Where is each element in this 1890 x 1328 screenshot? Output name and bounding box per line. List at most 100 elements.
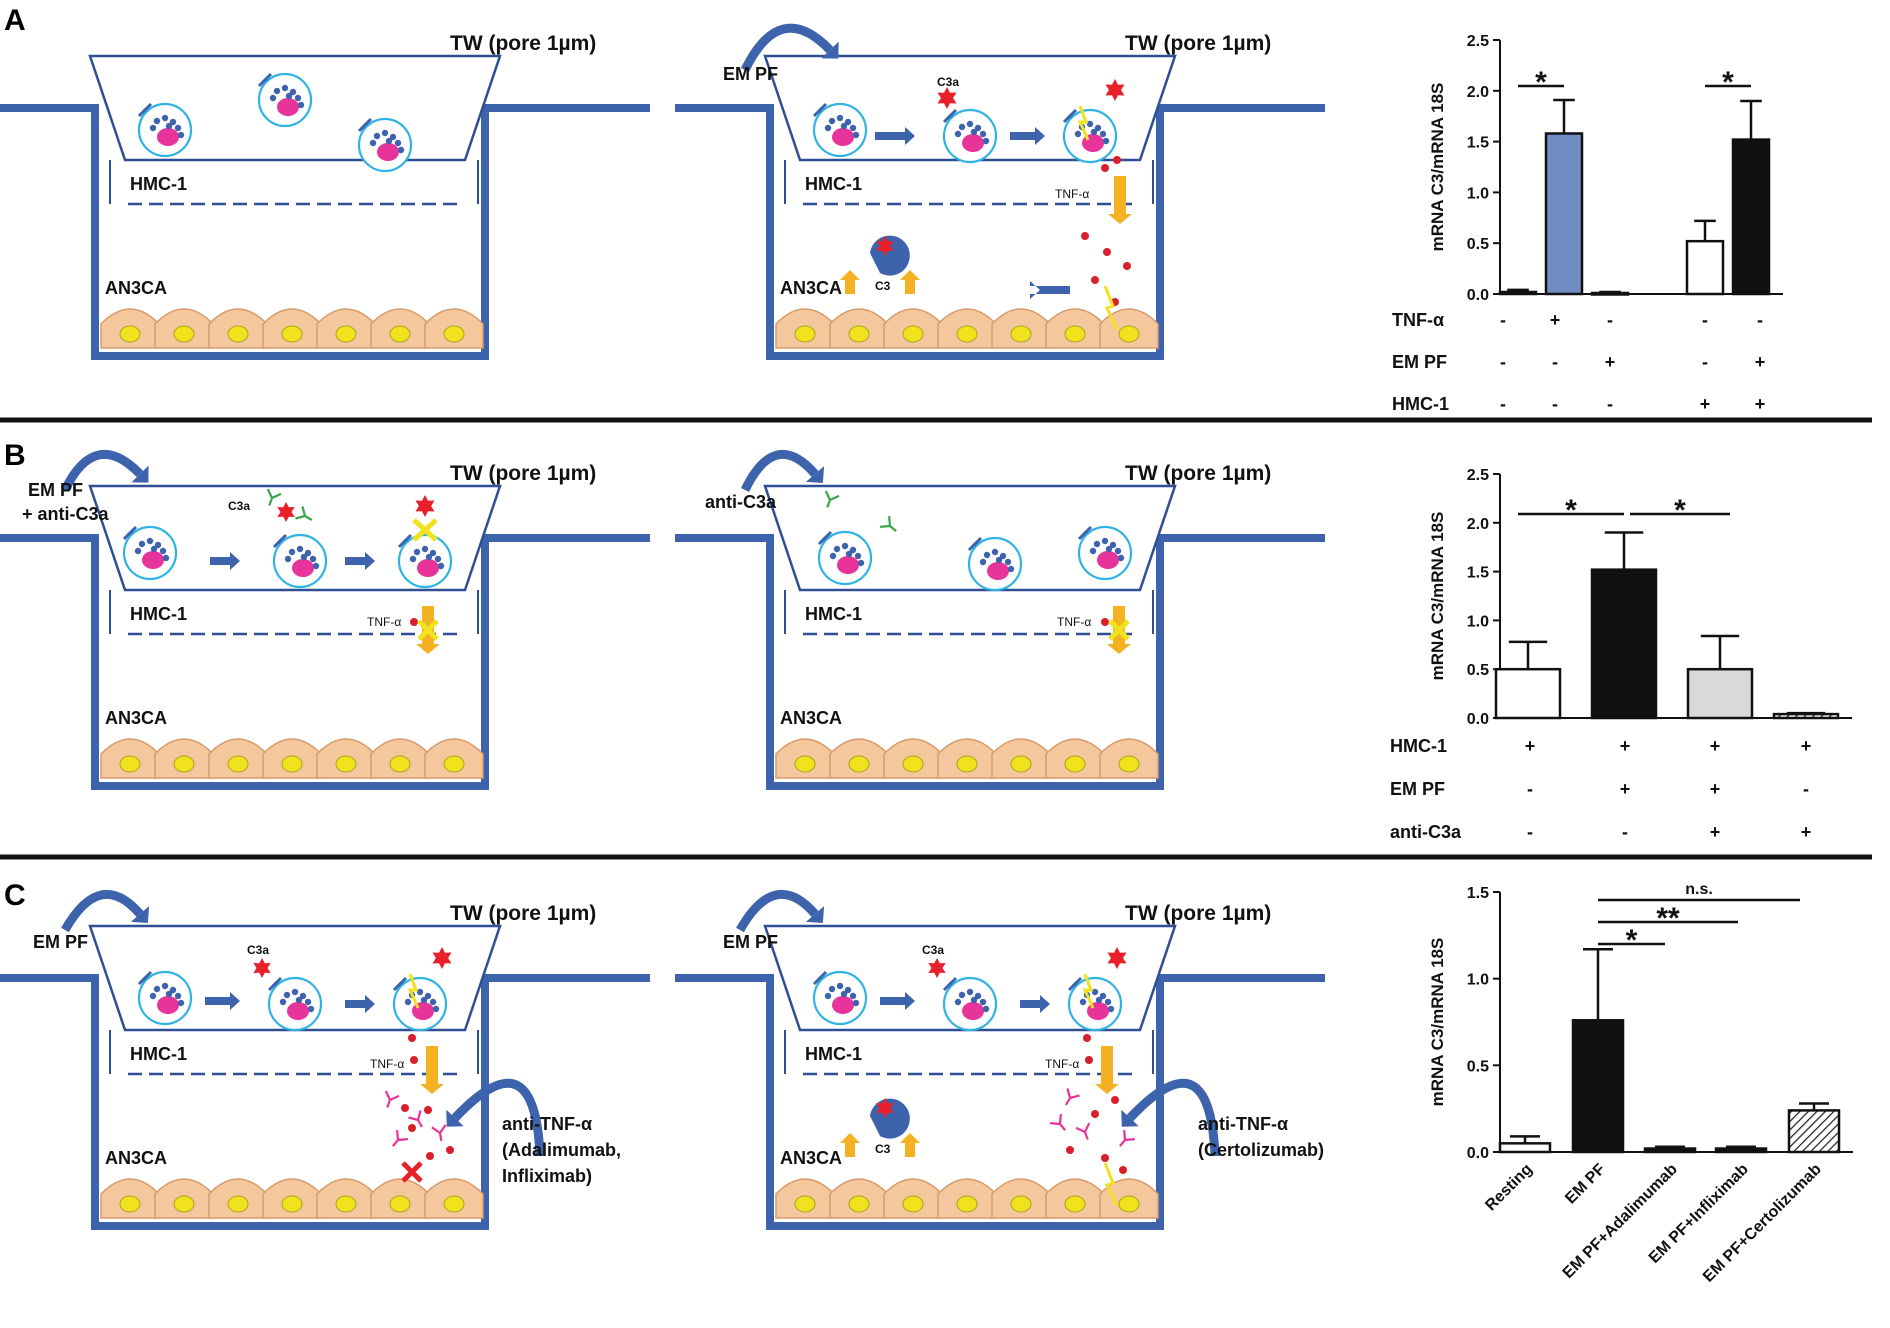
granule (312, 562, 320, 570)
mast-cell-nucleus (157, 128, 179, 146)
an3ca-nucleus (956, 325, 978, 343)
bar (1686, 667, 1754, 720)
an3ca-cell-layer (100, 1178, 484, 1219)
antibody-label-line1: anti-TNF-α (1198, 1114, 1288, 1134)
an3ca-nucleus (389, 325, 411, 343)
granule (852, 999, 860, 1007)
granule (970, 996, 978, 1004)
signal-up-arrow-icon (840, 1133, 860, 1157)
granule (833, 545, 841, 553)
granule (982, 1005, 990, 1013)
c3a-star-icon (415, 495, 435, 517)
granule (309, 555, 317, 563)
outer-well (0, 974, 650, 1230)
bar (1498, 1142, 1552, 1154)
an3ca-label: AN3CA (105, 708, 167, 728)
mast-cell-nucleus (157, 996, 179, 1014)
granule (844, 986, 852, 994)
granule (169, 986, 177, 994)
granule (284, 555, 292, 563)
significance-label: * (1674, 494, 1686, 527)
y-tick-label: 0.5 (1467, 1058, 1489, 1075)
granule (285, 92, 293, 100)
mast-cell (257, 72, 313, 128)
condition-label: anti-C3a (1390, 822, 1462, 842)
granule (1104, 998, 1112, 1006)
c3a-star-icon (1105, 79, 1125, 101)
antibody-icon (1065, 1088, 1080, 1106)
y-tick-label: 0.5 (1467, 662, 1489, 679)
mast-cell-nucleus (377, 143, 399, 161)
granule (854, 552, 862, 560)
condition-sign: - (1500, 352, 1506, 372)
stimulus-arrow-icon (60, 450, 144, 493)
tnf-molecule (410, 1056, 418, 1064)
granule (1109, 541, 1117, 549)
antibody-label-line3: Infliximab) (502, 1166, 592, 1186)
mast-cell (942, 108, 998, 164)
tnf-molecule (1083, 1034, 1091, 1042)
receptor (942, 980, 954, 992)
c3-label: C3 (875, 279, 891, 293)
granule (381, 129, 389, 137)
tnf-label: TNF-α (1045, 1057, 1079, 1071)
an3ca-nucleus (281, 1195, 303, 1213)
granule (852, 131, 860, 139)
c3a-star-icon (253, 958, 271, 978)
transwell-label: TW (pore 1µm) (450, 462, 596, 485)
an3ca-label: AN3CA (105, 278, 167, 298)
bar (1590, 291, 1630, 296)
receptor (137, 974, 149, 986)
antibody-arrow-icon (1126, 1078, 1220, 1157)
granule (296, 545, 304, 553)
activation-bolt-icon (1082, 973, 1095, 1009)
antibody-icon (266, 488, 282, 506)
antibody-icon (384, 1090, 400, 1108)
condition-sign: + (1620, 736, 1631, 756)
an3ca-nucleus (902, 1195, 924, 1213)
condition-sign: + (1605, 352, 1616, 372)
significance-label: n.s. (1685, 881, 1713, 898)
stimulus-label-line2: + anti-C3a (22, 504, 110, 524)
granule (420, 996, 428, 1004)
tnf-molecule (424, 1106, 432, 1114)
stimulus-arrow-icon (740, 450, 819, 492)
tnf-molecule (1111, 1096, 1119, 1104)
granule (307, 1005, 315, 1013)
bar (1772, 712, 1840, 720)
granule (174, 124, 182, 132)
y-tick-label: 0.0 (1467, 711, 1489, 728)
arrowhead (821, 41, 839, 59)
panel-letter-a: A (4, 4, 26, 37)
an3ca-cell-layer (100, 308, 484, 349)
an3ca-nucleus (794, 1195, 816, 1213)
condition-label: EM PF (1392, 352, 1447, 372)
granule (1101, 537, 1109, 545)
flow-arrow-icon (345, 552, 375, 570)
tnf-molecule (410, 618, 418, 626)
granule (1114, 547, 1122, 555)
antibody-icon (431, 1124, 447, 1142)
stimulus-label: EM PF (33, 932, 88, 952)
mast-cell (1077, 525, 1133, 581)
granule (283, 991, 291, 999)
y-tick-label: 1.0 (1467, 972, 1489, 989)
hmc1-label: HMC-1 (805, 604, 862, 624)
granule (970, 128, 978, 136)
c3a-star-icon (928, 958, 946, 978)
y-tick-label: 1.5 (1467, 565, 1489, 582)
flow-arrow-icon (205, 992, 240, 1010)
granule (849, 124, 857, 132)
granule (373, 132, 381, 140)
condition-label: TNF-α (1392, 310, 1444, 330)
c3a-label: C3a (922, 943, 944, 957)
mast-cell (967, 536, 1023, 592)
receptor (357, 121, 369, 133)
granule (389, 133, 397, 141)
category-label: EM PF (1562, 1161, 1609, 1208)
c3a-star-icon (1107, 947, 1127, 969)
an3ca-nucleus (389, 755, 411, 773)
an3ca-label: AN3CA (780, 708, 842, 728)
